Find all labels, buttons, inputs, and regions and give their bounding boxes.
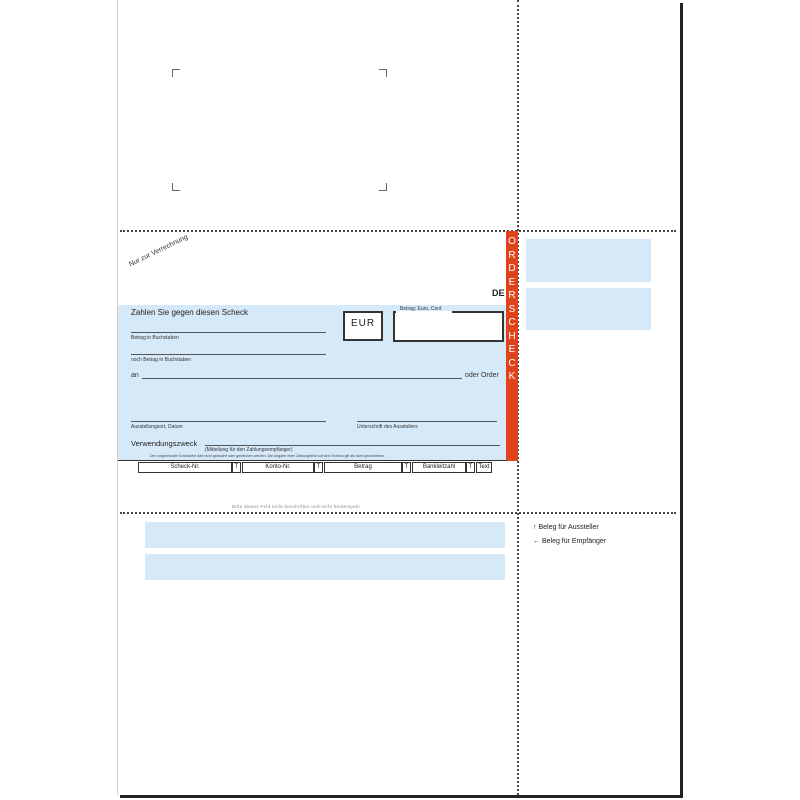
country-code: DE (492, 288, 505, 298)
no-write-note: Bitte dieses Feld nicht beschriften und … (232, 504, 361, 509)
amount-words-cont-line (131, 354, 326, 355)
receipt-field-2[interactable] (145, 554, 505, 580)
fine-print: Der vorgedruckte Schecktext darf nicht g… (150, 454, 385, 458)
place-date-line[interactable] (131, 421, 326, 422)
band-letter: K (508, 371, 516, 382)
band-letter: O (508, 236, 516, 247)
purpose-line[interactable] (205, 445, 500, 446)
window-corner-top-left (172, 69, 180, 77)
codeline-t-box: T (232, 462, 241, 473)
payee-prefix: an (131, 372, 139, 379)
orderscheck-band: O R D E R S C H E C K (506, 231, 518, 461)
window-corner-bottom-right (379, 183, 387, 191)
codeline-account-number: Konto-Nr. (242, 462, 314, 473)
payee-line[interactable] (142, 378, 462, 379)
amount-words-line (131, 332, 326, 333)
band-letter: R (508, 290, 516, 301)
signature-line[interactable] (357, 421, 497, 422)
purpose-label: Verwendungszweck (131, 439, 198, 448)
place-date-label: Ausstellungsort, Datum (131, 424, 183, 430)
currency-label: EUR (350, 318, 376, 329)
band-letter: S (508, 303, 516, 315)
band-letter: E (508, 276, 516, 288)
codeline-t-box: T (466, 462, 475, 473)
arrow-up-icon: ↑ (533, 524, 537, 531)
codeline-amount: Betrag (324, 462, 402, 473)
stub-field-1[interactable] (526, 239, 651, 282)
legend-recipient: ← Beleg für Empfänger (533, 538, 606, 545)
band-letter: H (508, 330, 516, 342)
band-letter: C (508, 317, 516, 328)
codeline-t-box: T (314, 462, 323, 473)
legend-issuer-label: Beleg für Aussteller (538, 524, 599, 531)
amount-input[interactable] (393, 311, 504, 342)
codeline-t-box: T (402, 462, 411, 473)
vertical-perforation (517, 0, 519, 795)
codeline-bank-code: Bankleitzahl (412, 462, 466, 473)
currency-box (343, 311, 383, 341)
amount-words-cont-label: noch Betrag in Buchstaben (131, 357, 192, 363)
amount-input-inner-notch (396, 311, 452, 315)
window-corner-top-right (379, 69, 387, 77)
pay-label: Zahlen Sie gegen diesen Scheck (131, 308, 248, 317)
upper-horizontal-perforation (120, 230, 676, 232)
band-letter: R (508, 249, 516, 261)
purpose-note: (Mitteilung für den Zahlungsempfänger) (205, 447, 293, 453)
codeline-cheque-number: Scheck-Nr. (138, 462, 232, 473)
legend-recipient-label: Beleg für Empfänger (541, 538, 607, 545)
amount-box-label: Betrag: Euro, Cent (400, 306, 442, 312)
signature-label: Unterschrift des Ausstellers (357, 424, 418, 430)
lower-horizontal-perforation (120, 512, 676, 514)
order-label: oder Order (465, 372, 499, 379)
legend-issuer: ↑ Beleg für Aussteller (533, 524, 599, 531)
stub-field-2[interactable] (526, 288, 651, 330)
receipt-field-1[interactable] (145, 522, 505, 548)
band-letter: E (508, 344, 516, 355)
codeline-text: Text (476, 462, 492, 473)
window-corner-bottom-left (172, 183, 180, 191)
arrow-left-icon: ← (533, 538, 540, 545)
band-letter: D (508, 263, 516, 274)
band-letter: C (508, 357, 516, 369)
amount-words-label: Betrag in Buchstaben (131, 335, 179, 341)
